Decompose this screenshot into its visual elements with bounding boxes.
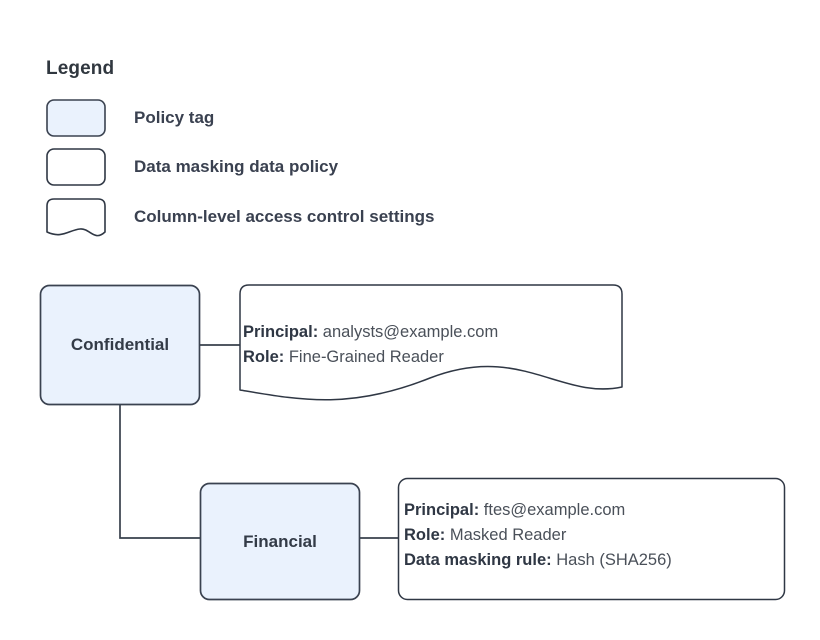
note-line: Role: Fine-Grained Reader <box>243 345 498 370</box>
note-line-value: Masked Reader <box>449 526 567 544</box>
note-line-key: Role: <box>404 526 446 544</box>
note-line-value: ftes@example.com <box>483 501 626 519</box>
note-confidential-access-settings-text: Principal: analysts@example.com Role: Fi… <box>243 320 498 370</box>
note-line-key: Principal: <box>404 501 480 519</box>
node-confidential-label: Confidential <box>70 335 170 354</box>
data-masking-policy-swatch-icon <box>46 148 106 186</box>
connector-confidential-to-financial <box>119 405 201 539</box>
column-access-settings-swatch-icon <box>46 198 106 237</box>
legend-item-label: Data masking data policy <box>134 157 339 176</box>
note-line: Role: Masked Reader <box>404 523 672 548</box>
legend-item-label: Column-level access control settings <box>134 207 435 226</box>
note-financial-data-masking-policy-text: Principal: ftes@example.com Role: Masked… <box>404 498 672 573</box>
note-line-key: Principal: <box>243 323 319 341</box>
note-line: Principal: analysts@example.com <box>243 320 498 345</box>
note-line-key: Data masking rule: <box>404 551 552 569</box>
legend-item-label: Policy tag <box>134 108 215 127</box>
note-line-value: Hash (SHA256) <box>556 551 672 569</box>
note-line-value: Fine-Grained Reader <box>288 348 444 366</box>
legend-title: Legend <box>46 58 115 79</box>
note-line-key: Role: <box>243 348 285 366</box>
node-financial-label: Financial <box>243 531 317 551</box>
note-line: Principal: ftes@example.com <box>404 498 672 523</box>
note-line-value: analysts@example.com <box>322 323 499 341</box>
policy-tag-swatch-icon <box>46 99 106 137</box>
note-line: Data masking rule: Hash (SHA256) <box>404 548 672 573</box>
